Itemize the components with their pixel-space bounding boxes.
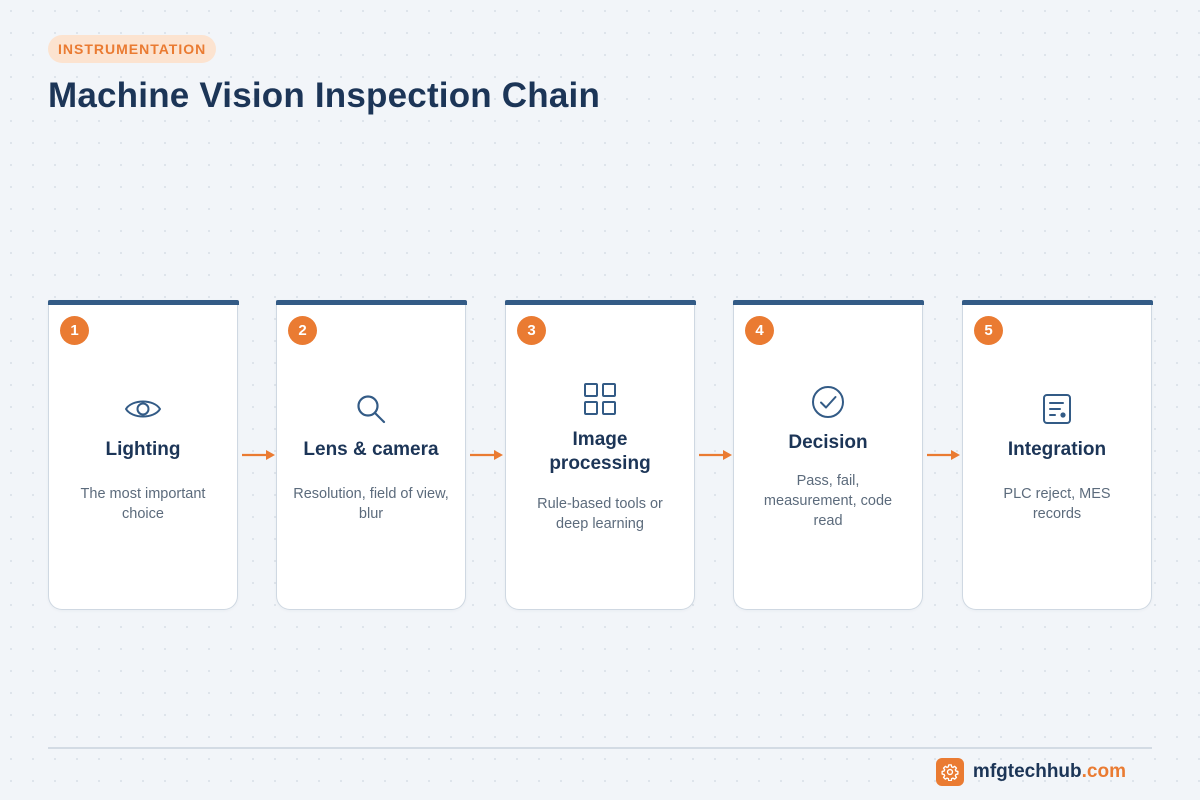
document-icon xyxy=(1038,390,1076,428)
page-title: Machine Vision Inspection Chain xyxy=(48,76,601,115)
brand-tld: .com xyxy=(1081,761,1126,782)
eye-icon xyxy=(124,390,162,428)
flow-arrow xyxy=(468,448,506,462)
brand-logo-link[interactable]: mfgtechhub.com xyxy=(935,757,1126,787)
check-circle-icon xyxy=(809,383,847,421)
gear-icon xyxy=(935,758,964,786)
flow-arrow xyxy=(240,448,278,462)
grid-icon xyxy=(581,380,619,418)
step-number-badge: 3 xyxy=(517,316,546,345)
step-title: Decision xyxy=(788,432,868,453)
step-description: Pass, fail, measurement, code read xyxy=(763,473,893,529)
step-number-badge: 5 xyxy=(974,316,1003,345)
inspection-chain-diagram: 1 Lighting The most important choice 2 xyxy=(47,300,1153,610)
step-description: Resolution, field of view, blur xyxy=(293,486,449,522)
step-title: Image processing xyxy=(549,429,651,474)
brand-text: mfgtechhub.com xyxy=(973,761,1126,783)
brand-name: mfgtechhub xyxy=(972,761,1082,782)
step-card-lighting: 1 Lighting The most important choice xyxy=(47,300,239,610)
step-title: Lighting xyxy=(105,439,181,460)
step-number-badge: 4 xyxy=(745,316,774,345)
step-card-lens-camera: 2 Lens & camera Resolution, field of vie… xyxy=(275,300,467,610)
step-card-image-processing: 3 Image processing Rule-based tools or d… xyxy=(504,300,696,610)
flow-arrow xyxy=(697,448,735,462)
magnifier-icon xyxy=(352,390,390,428)
step-description: Rule-based tools or deep learning xyxy=(537,496,663,532)
step-card-integration: 5 Integration PLC reject, MES records xyxy=(961,300,1153,610)
step-description: PLC reject, MES records xyxy=(1003,486,1111,522)
step-title: Integration xyxy=(1007,439,1107,460)
flow-arrow xyxy=(925,448,963,462)
step-number-badge: 2 xyxy=(288,316,317,345)
category-tag: INSTRUMENTATION xyxy=(48,35,217,63)
step-title: Lens & camera xyxy=(303,439,439,460)
step-card-decision: 4 Decision Pass, fail, measurement, code… xyxy=(732,300,924,610)
step-description: The most important choice xyxy=(80,486,206,522)
step-number-badge: 1 xyxy=(60,316,89,345)
footer-divider xyxy=(48,747,1152,749)
